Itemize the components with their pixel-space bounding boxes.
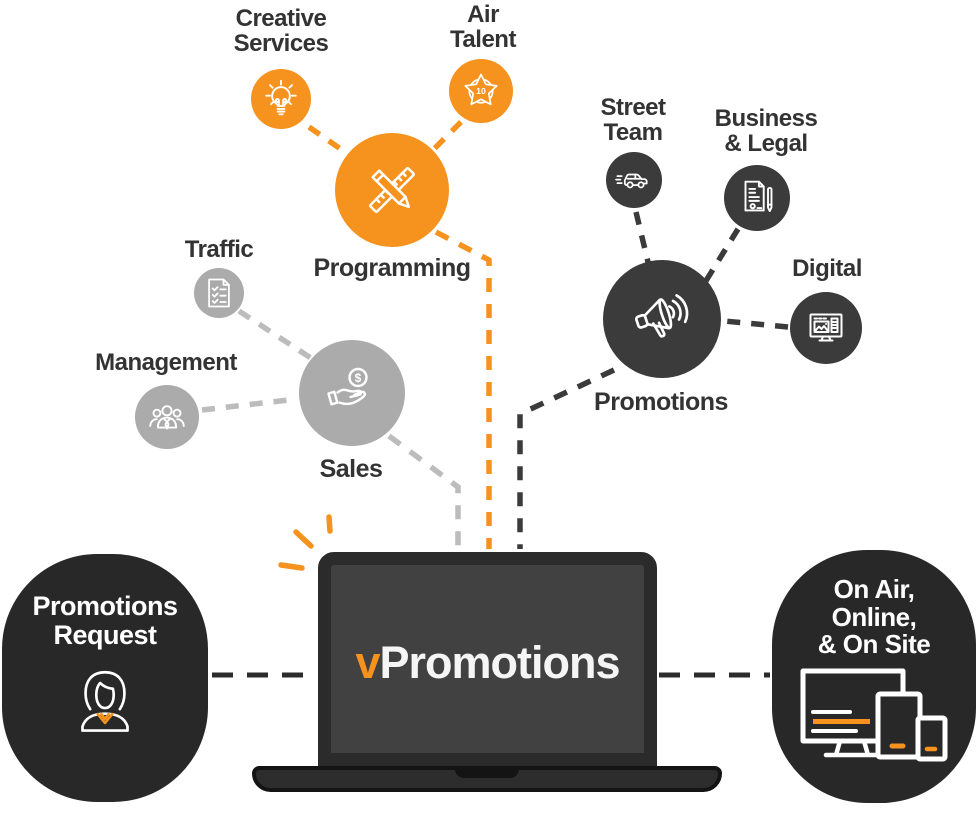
brand-name: Promotions [379,637,621,688]
street-team-label: Street Team [600,94,666,147]
node-street-team [606,152,662,208]
burst-icon [278,514,333,571]
contract-pen-icon [744,180,773,212]
connector-traffic-sales [237,308,319,365]
connector-digital-promotions [723,318,789,330]
programming-label: Programming [313,254,471,282]
creative-services-label: Creative Services [233,5,329,58]
node-sales: $ [299,340,405,446]
traffic-label: Traffic [184,236,254,263]
node-traffic [194,268,244,318]
sales-coin-symbol: $ [355,371,362,385]
monitor-image-icon [809,313,843,342]
digital-label: Digital [792,255,862,282]
woman-icon [81,671,129,733]
laptop-base [252,766,722,792]
on-air-label: On Air, Online, & On Site [817,574,931,660]
node-management [135,385,199,449]
star-badge-icon: 10 [464,73,498,106]
connector-creative-programming [307,124,354,160]
air-talent-badge-number: 10 [476,86,486,96]
checklist-icon [208,278,230,308]
connector-air-programming [431,120,463,152]
brand-prefix: v [355,637,380,688]
business-legal-label: Business & Legal [714,105,818,158]
connector-business-promotions [701,227,741,286]
connector-street-promotions [633,211,651,263]
car-icon [615,173,648,189]
lightbulb-icon [265,79,297,116]
on-air-box: On Air, Online, & On Site [772,550,976,803]
devices-icon [800,668,948,762]
vpromotions-logo: vPromotions [355,629,621,689]
node-creative-services [251,69,311,129]
promotions-request-box: Promotions Request [2,554,208,802]
connector-programming-laptop [434,229,492,549]
laptop-screen: vPromotions [318,552,657,766]
connector-management-sales [201,396,298,413]
ruler-pencil-icon [368,166,416,214]
node-business-legal [724,165,790,231]
management-label: Management [95,349,237,376]
promotions-label: Promotions [594,388,728,416]
air-talent-label: Air Talent [450,1,516,54]
laptop-notch [455,769,519,778]
node-promotions [603,260,721,378]
sales-label: Sales [319,455,383,483]
node-programming [335,133,449,247]
hand-coin-icon: $ [327,367,368,406]
team-icon [149,405,185,430]
promotions-request-label: Promotions Request [32,591,178,650]
megaphone-icon [635,294,689,338]
connector-promotions-laptop [517,367,616,549]
node-digital [790,292,862,364]
connector-sales-laptop [387,433,461,549]
node-air-talent: 10 [449,59,513,123]
